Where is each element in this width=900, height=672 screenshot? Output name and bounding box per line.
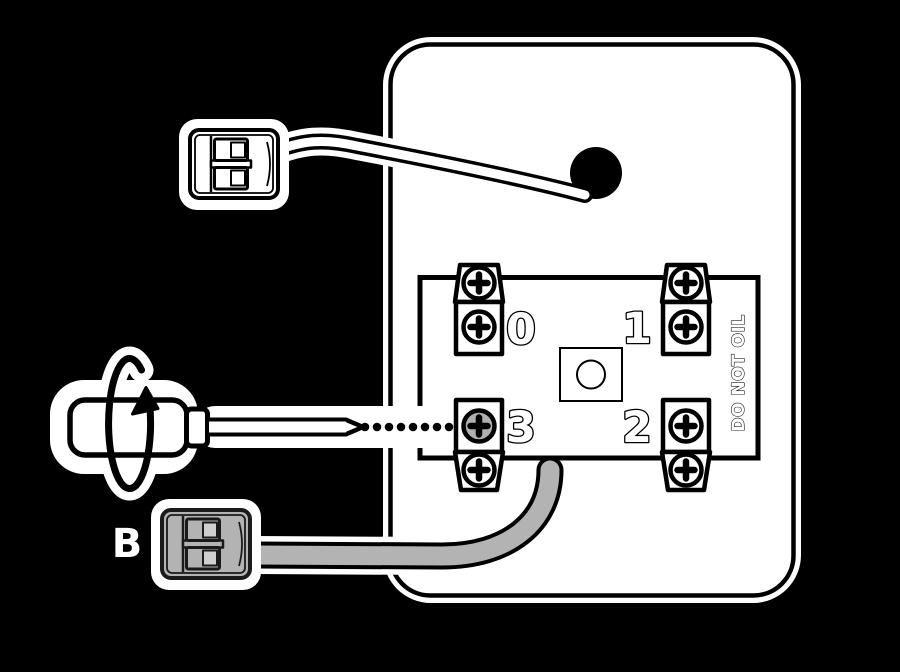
screwdriver-shaft [205,417,366,437]
top-connector-pin [230,141,246,159]
center-component [559,347,623,402]
screw-icon [461,265,497,301]
bottom-connector-inner-line [166,514,246,574]
dot [408,422,418,432]
top-connector-pin [230,169,246,187]
screw-icon-highlighted [461,408,497,444]
dot [372,422,382,432]
phillips-tip-icon [345,420,359,434]
screw-icon [461,309,497,345]
screwdriver-collar [184,406,210,449]
bottom-wire-core [238,460,560,566]
screwdriver [50,346,463,501]
bottom-connector-pin [202,549,218,567]
top-connector [179,119,289,210]
dotted-guide-line [360,422,454,432]
dot [384,422,394,432]
bottom-wire [229,451,569,576]
terminal-label-0: 0 [506,305,536,355]
rotation-arrow-icon [105,355,155,492]
connector-b-label: B [112,521,143,567]
top-wire [261,127,593,203]
center-component-frame [559,347,623,402]
top-connector-notch [266,141,271,187]
rotation-arrowhead-icon [131,386,160,416]
wire-hole [570,147,622,199]
screwdriver-handle [67,397,190,458]
dot [420,422,430,432]
screw-icon [668,265,704,301]
top-wire-core [270,136,590,200]
dot [396,422,406,432]
screw-icon [461,452,497,488]
screw-icon [668,452,704,488]
screws [461,265,704,488]
dot [444,422,454,432]
bottom-connector [151,499,261,590]
dot [360,422,370,432]
dot [432,422,442,432]
center-component-hole [576,359,606,390]
screw-icon [668,408,704,444]
bottom-connector-notch [238,521,243,567]
bottom-connector-pin [202,521,218,539]
warning-text: DO NOT OIL [729,314,749,431]
top-connector-inner-line [194,134,274,194]
screw-icon [668,309,704,345]
terminal-label-2: 2 [622,403,652,453]
terminal-label-1: 1 [622,304,652,354]
terminal-label-3: 3 [506,403,536,453]
